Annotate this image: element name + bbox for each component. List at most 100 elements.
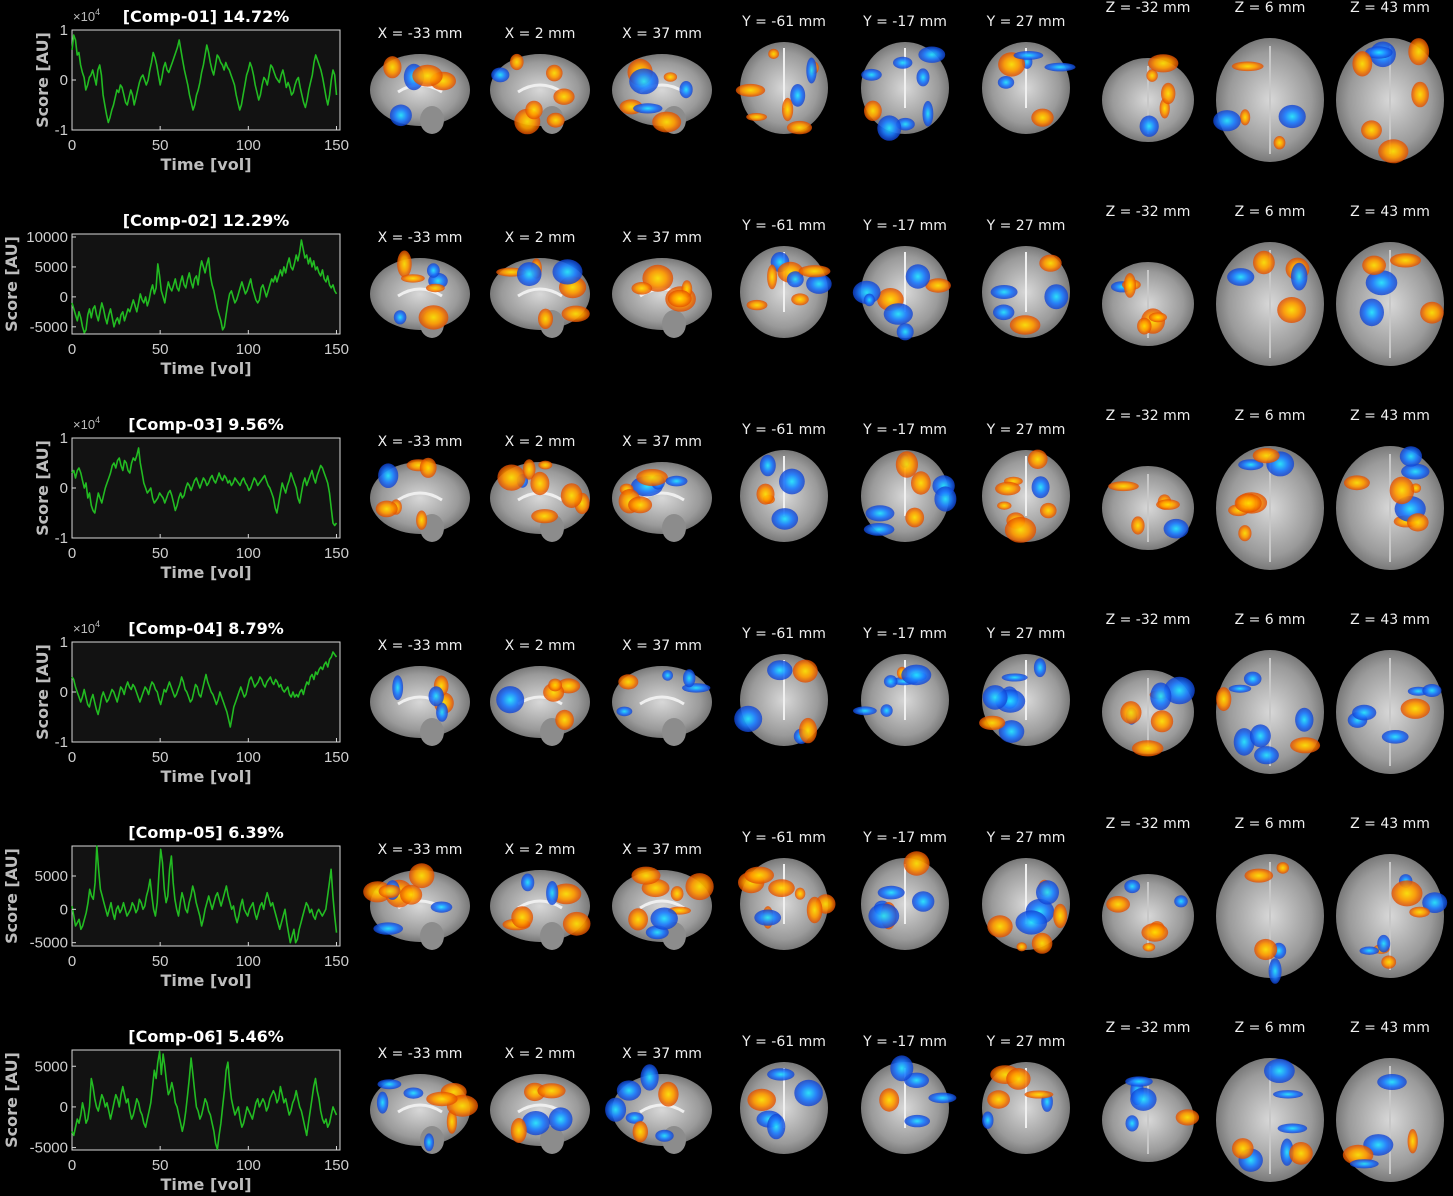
positive-activation-blob xyxy=(531,509,558,524)
negative-activation-blob xyxy=(430,901,453,913)
positive-activation-blob xyxy=(792,659,818,683)
negative-activation-blob xyxy=(1124,879,1141,894)
negative-activation-blob xyxy=(922,100,934,127)
positive-activation-blob xyxy=(747,1088,776,1111)
corpus-callosum xyxy=(639,899,685,910)
x-tick-label: 150 xyxy=(324,545,349,562)
negative-activation-blob xyxy=(1015,910,1048,935)
brain-slice-image xyxy=(370,457,470,542)
positive-activation-blob xyxy=(628,496,653,514)
positive-activation-blob xyxy=(546,64,563,82)
corpus-callosum xyxy=(397,491,443,502)
negative-activation-blob xyxy=(893,56,913,69)
chart-title: [Comp-01] 14.72% xyxy=(123,7,290,26)
chart-title: [Comp-05] 6.39% xyxy=(128,823,283,842)
x-tick-label: 0 xyxy=(68,953,76,970)
brain-slice-image xyxy=(612,866,714,950)
positive-activation-blob xyxy=(1131,516,1145,535)
positive-activation-blob xyxy=(537,1083,566,1099)
slice-coordinate-label: Z = 6 mm xyxy=(1235,408,1306,424)
slice-coordinate-label: Y = -61 mm xyxy=(741,626,826,642)
negative-activation-blob xyxy=(861,68,882,81)
x-tick-label: 100 xyxy=(236,1157,261,1174)
negative-activation-blob xyxy=(759,454,776,477)
negative-activation-blob xyxy=(1399,446,1422,467)
positive-activation-blob xyxy=(1234,493,1262,513)
positive-activation-blob xyxy=(631,866,661,885)
timecourse-series-line xyxy=(71,845,338,944)
positive-activation-blob xyxy=(632,1121,648,1143)
negative-activation-blob xyxy=(1352,704,1377,721)
negative-activation-blob xyxy=(1150,682,1172,711)
negative-activation-blob xyxy=(389,104,412,127)
negative-activation-blob xyxy=(1422,684,1442,697)
brain-slice-image xyxy=(1216,1058,1324,1182)
corpus-callosum xyxy=(397,1103,443,1114)
positive-activation-blob xyxy=(987,915,1013,938)
positive-activation-blob xyxy=(1289,1142,1313,1165)
y-axis-label: Score [AU] xyxy=(2,236,21,332)
slice-coordinate-label: Z = 6 mm xyxy=(1235,204,1306,220)
slice-coordinate-label: Y = -17 mm xyxy=(862,14,947,30)
positive-activation-blob xyxy=(397,250,412,278)
positive-activation-blob xyxy=(979,715,1006,731)
negative-activation-blob xyxy=(616,706,633,717)
brain-slice-image xyxy=(740,246,832,338)
brainstem xyxy=(540,1126,564,1154)
corpus-callosum xyxy=(397,287,443,298)
brain-slice-image xyxy=(490,459,590,542)
negative-activation-blob xyxy=(883,303,913,325)
negative-activation-blob xyxy=(998,720,1025,743)
x-tick-label: 50 xyxy=(152,953,169,970)
corpus-callosum xyxy=(639,695,685,706)
negative-activation-blob xyxy=(806,57,817,84)
positive-activation-blob xyxy=(1420,301,1444,324)
x-tick-label: 0 xyxy=(68,749,76,766)
negative-activation-blob xyxy=(1139,115,1159,137)
brain-slice-image xyxy=(852,246,951,341)
positive-activation-blob xyxy=(409,863,435,889)
timecourse-series-line xyxy=(71,651,338,728)
x-tick-label: 150 xyxy=(324,137,349,154)
y-axis-multiplier-exponent: 4 xyxy=(95,7,100,17)
slice-coordinate-label: Z = -32 mm xyxy=(1106,204,1191,220)
slice-coordinate-label: Z = -32 mm xyxy=(1106,816,1191,832)
positive-activation-blob xyxy=(663,72,678,82)
brain-slice-image xyxy=(1336,854,1448,978)
slice-coordinate-label: Y = -17 mm xyxy=(862,626,947,642)
positive-activation-blob xyxy=(1273,136,1286,150)
brainstem xyxy=(420,718,444,746)
slice-coordinate-label: Z = -32 mm xyxy=(1106,1020,1191,1036)
positive-activation-blob xyxy=(794,887,806,900)
positive-activation-blob xyxy=(768,879,795,897)
negative-activation-blob xyxy=(633,103,663,114)
slice-coordinate-label: Y = -61 mm xyxy=(741,14,826,30)
negative-activation-blob xyxy=(1273,1090,1303,1099)
positive-activation-blob xyxy=(1148,54,1179,73)
negative-activation-blob xyxy=(376,1091,389,1114)
positive-activation-blob xyxy=(383,56,402,79)
slice-coordinate-label: X = 37 mm xyxy=(622,842,702,858)
corpus-callosum xyxy=(517,287,563,298)
slice-coordinate-label: Z = 43 mm xyxy=(1350,612,1430,628)
brain-slice-image xyxy=(982,1062,1070,1154)
timecourse-series-line xyxy=(71,239,338,334)
negative-activation-blob xyxy=(1381,730,1409,744)
negative-activation-blob xyxy=(912,891,935,912)
brainstem xyxy=(420,106,444,134)
chart-title: [Comp-06] 5.46% xyxy=(128,1027,283,1046)
timecourse-series-line xyxy=(71,447,338,527)
positive-activation-blob xyxy=(636,469,668,486)
x-tick-label: 150 xyxy=(324,749,349,766)
negative-activation-blob xyxy=(767,660,793,681)
positive-activation-blob xyxy=(553,88,575,105)
positive-activation-blob xyxy=(1400,698,1431,719)
negative-activation-blob xyxy=(868,903,900,929)
positive-activation-blob xyxy=(1232,1138,1254,1159)
brain-slice-image xyxy=(605,1064,712,1154)
positive-activation-blob xyxy=(538,308,553,329)
x-tick-label: 0 xyxy=(68,545,76,562)
brain-slice-image xyxy=(1336,38,1444,164)
